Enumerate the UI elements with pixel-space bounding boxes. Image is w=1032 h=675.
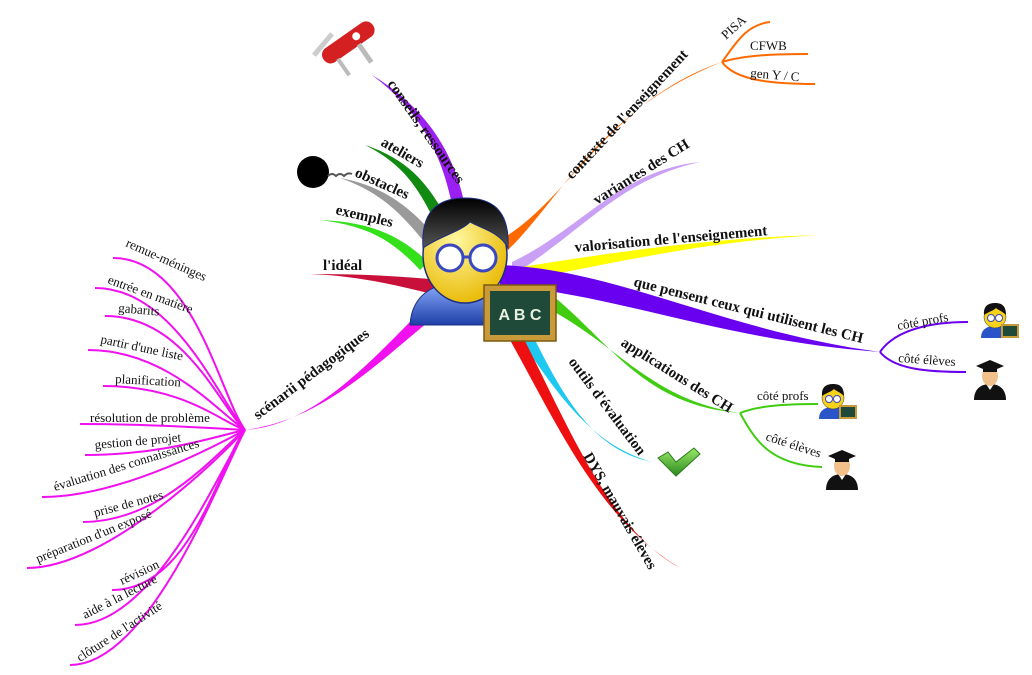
applications-children-lines — [739, 403, 823, 468]
chalkboard-text: A B C — [499, 307, 542, 324]
leaf-line — [102, 385, 246, 431]
graduate-student-icon — [826, 450, 858, 490]
branch-line — [540, 292, 740, 413]
branch-line — [510, 335, 680, 568]
leaf-line — [41, 429, 246, 498]
child-label: côté élèves — [898, 350, 956, 369]
child-label: PISA — [718, 12, 749, 42]
scenarii-child-label[interactable]: planification — [115, 371, 182, 389]
branch-line — [365, 145, 452, 232]
branch-ideal[interactable]: l'idéal — [310, 258, 440, 296]
branch-label: l'idéal — [323, 258, 362, 274]
child-label: CFWB — [750, 38, 787, 53]
branch-line — [320, 220, 428, 270]
scenarii-child-label[interactable]: gabarits — [118, 300, 160, 319]
leaf-line — [104, 315, 246, 431]
branch-line — [500, 265, 880, 352]
scenarii-child-label[interactable]: remue-méninges — [124, 235, 209, 284]
branch-contexte[interactable]: contexte de l'enseignement PISA CFWB gen… — [500, 12, 816, 250]
branch-label: applications des CH — [618, 335, 736, 417]
leaf-line — [82, 429, 246, 523]
teacher-icon — [980, 302, 1020, 339]
teacher-chalkboard-icon: A B C — [409, 197, 557, 342]
branch-line — [518, 330, 652, 462]
scenarii-child-label[interactable]: partir d'une liste — [99, 331, 184, 363]
child-label: gen Y / C — [750, 65, 800, 84]
child-label: côté élèves — [764, 429, 823, 461]
branch-label: conseils, ressources — [384, 77, 468, 187]
pensent-children-lines — [879, 321, 969, 373]
leaf-line — [74, 429, 246, 626]
branch-line — [340, 178, 438, 244]
leaf-line — [69, 429, 246, 666]
branch-label: DYS, mauvais élèves — [580, 450, 660, 573]
branch-line — [310, 274, 440, 296]
checkmark-icon — [657, 447, 701, 477]
leaf-line — [112, 257, 246, 431]
leaf-line — [87, 349, 246, 431]
graduate-student-icon — [974, 360, 1006, 400]
leaf-line — [26, 429, 246, 569]
child-label: côté profs — [896, 309, 949, 333]
leaf-line — [94, 287, 246, 431]
contexte-children — [721, 21, 816, 85]
teacher-icon — [818, 383, 858, 420]
ball-and-chain-icon — [297, 156, 353, 188]
branch-scenarii[interactable]: scénarii pédagogiques remue-méningesentr… — [26, 235, 440, 666]
leaf-line — [84, 429, 246, 456]
swiss-knife-icon — [312, 21, 375, 77]
scenarii-child-label[interactable]: résolution de problème — [90, 410, 210, 425]
leaf-line — [79, 423, 246, 431]
child-label: côté profs — [757, 388, 809, 403]
branch-line — [500, 62, 722, 250]
